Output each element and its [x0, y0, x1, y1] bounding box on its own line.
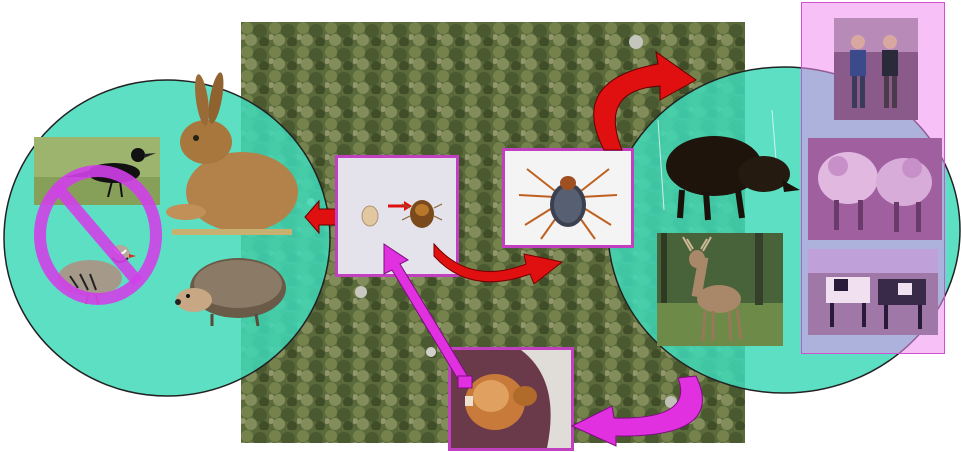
magenta-arrow-icon: [566, 374, 716, 448]
magenta-arrow-icon: [378, 240, 478, 392]
deer-icon: [657, 233, 783, 346]
curved-arrow-icon: [578, 50, 702, 152]
hedgehog-icon: [172, 250, 292, 330]
hare-icon: [162, 72, 300, 238]
cows-icon: [808, 249, 938, 335]
wild-boar-icon: [652, 100, 802, 226]
curved-arrow-icon: [430, 238, 570, 286]
adult-tick-icon: [502, 148, 634, 248]
engorged-female-icon: [448, 347, 574, 451]
sheep-icon: [808, 138, 942, 240]
prohibited-sign-icon: [30, 160, 166, 310]
farmers-icon: [834, 18, 918, 120]
